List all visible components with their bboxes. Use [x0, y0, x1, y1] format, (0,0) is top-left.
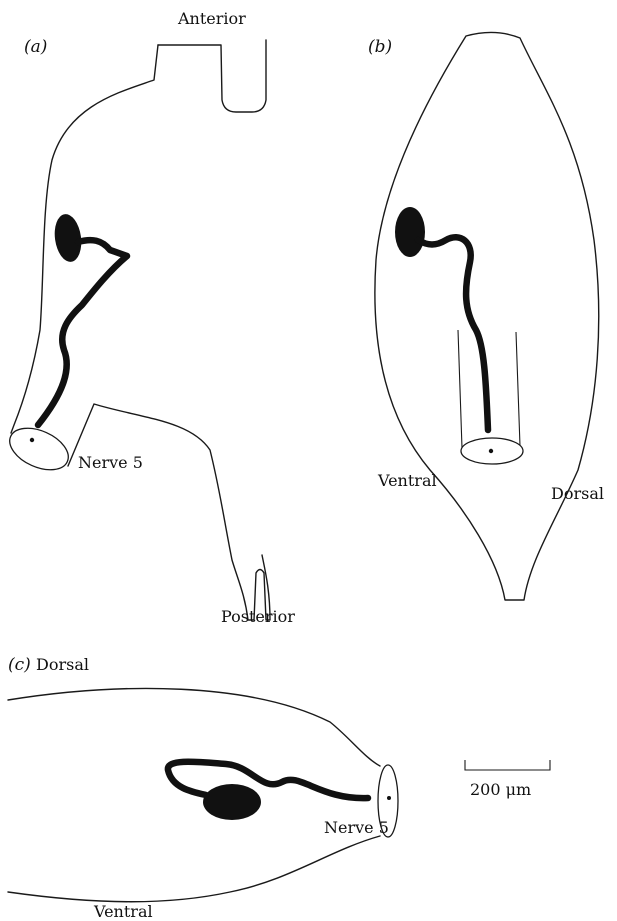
ganglion-outline-c-top	[8, 688, 380, 766]
panel-a-label: (a)	[24, 37, 47, 57]
panel-c: (c) Dorsal Nerve 5 Ventral	[8, 655, 398, 921]
panel-a: (a) Anterior Nerve 5 Posterior	[3, 9, 295, 626]
scale-bar: 200 μm	[465, 760, 550, 799]
ganglion-outline-c-bottom	[8, 836, 380, 902]
nerve-5-label-a: Nerve 5	[78, 453, 143, 472]
nerve-5-label-c: Nerve 5	[324, 818, 389, 837]
scale-bar-label: 200 μm	[470, 780, 531, 799]
ganglion-outline-a	[158, 40, 266, 112]
ganglion-outline-b	[375, 32, 599, 600]
panel-b-label: (b)	[368, 37, 392, 57]
nerve-axon-dot-c	[387, 796, 391, 800]
anterior-label: Anterior	[177, 9, 246, 28]
scale-bar-line	[465, 760, 550, 770]
panel-b: (b) Ventral Dorsal	[368, 32, 604, 600]
dorsal-label-c: Dorsal	[36, 655, 89, 674]
nerve-5-cut-face-a	[3, 420, 74, 478]
nerve-5-axon-dot-a	[30, 438, 34, 442]
panel-c-label: (c)	[8, 655, 31, 675]
nerve-axon-dot-b	[489, 449, 493, 453]
axon-c	[168, 762, 368, 798]
axon-b	[418, 237, 488, 430]
cell-body-a	[52, 212, 84, 263]
axon-a	[38, 240, 127, 425]
posterior-label: Posterior	[221, 607, 295, 626]
dorsal-label-b: Dorsal	[551, 484, 604, 503]
ventral-label-c: Ventral	[93, 902, 153, 921]
ganglion-lower-outline-a	[68, 404, 270, 620]
ventral-label-b: Ventral	[377, 471, 437, 490]
cell-body-c	[203, 784, 261, 820]
cell-body-b	[395, 207, 425, 257]
